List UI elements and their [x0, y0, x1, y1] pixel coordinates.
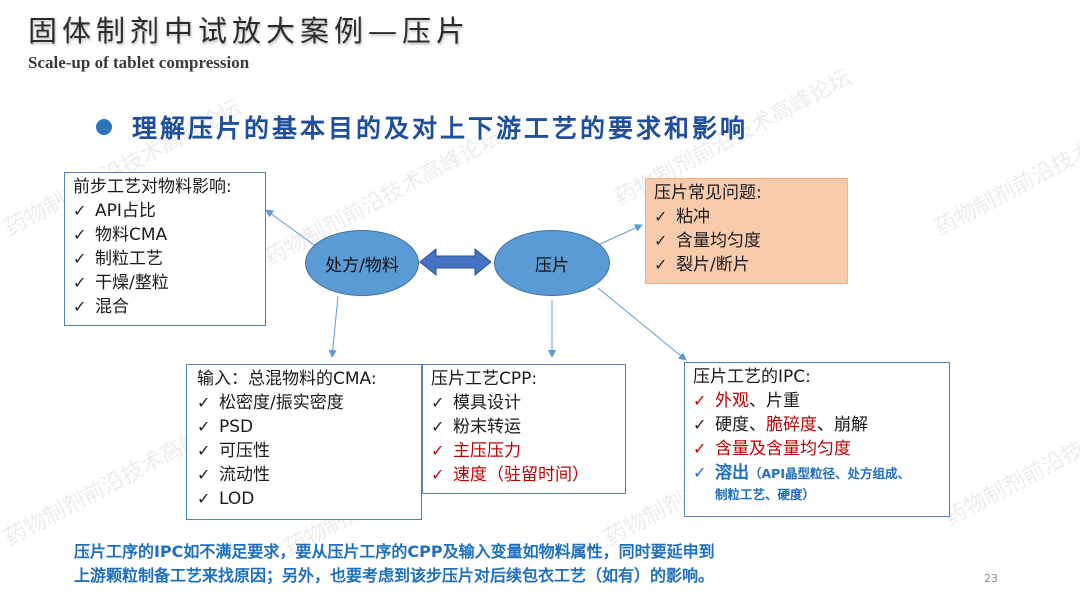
list-item: ✓PSD — [197, 417, 254, 437]
list-item: ✓模具设计 — [431, 393, 521, 413]
list-item: ✓ 含量及含量均匀度 — [693, 439, 851, 459]
double-arrow — [419, 247, 492, 277]
list-item: ✓松密度/振实密度 — [197, 393, 344, 413]
ipc-box-title: 压片工艺的IPC: — [693, 367, 811, 387]
footnote-line-1: 压片工序的IPC如不满足要求，要从压片工序的CPP及输入变量如物料属性，同时要延… — [74, 542, 715, 561]
slide-subtitle: Scale-up of tablet compression — [28, 53, 250, 72]
page-number: 23 — [984, 572, 998, 585]
check-icon: ✓ — [197, 465, 211, 484]
list-item: ✓API占比 — [73, 201, 156, 221]
input-cma-box: 输入：总混物料的CMA: ✓松密度/振实密度 ✓PSD ✓可压性 ✓流动性 ✓L… — [186, 364, 422, 520]
check-icon: ✓ — [693, 463, 707, 482]
check-icon: ✓ — [197, 489, 211, 508]
footnote: 压片工序的IPC如不满足要求，要从压片工序的CPP及输入变量如物料属性，同时要延… — [74, 540, 715, 588]
check-icon: ✓ — [197, 417, 211, 436]
check-icon: ✓ — [654, 255, 668, 274]
list-item: ✓干燥/整粒 — [73, 273, 169, 293]
check-icon: ✓ — [73, 249, 87, 268]
compression-node: 压片 — [494, 230, 610, 296]
bullet-dot-icon — [96, 119, 112, 135]
common-problems-box: 压片常见问题: ✓粘冲 ✓含量均匀度 ✓裂片/断片 — [645, 178, 848, 284]
slide-title: 固体制剂中试放大案例—压片 — [28, 14, 471, 48]
list-item: ✓ 溶出（API晶型粒径、处方组成、 — [693, 463, 910, 483]
arrow-to-ipc — [597, 287, 687, 361]
headline: 理解压片的基本目的及对上下游工艺的要求和影响 — [96, 109, 748, 145]
headline-text: 理解压片的基本目的及对上下游工艺的要求和影响 — [132, 114, 749, 143]
check-icon: ✓ — [693, 391, 707, 410]
check-icon: ✓ — [693, 439, 707, 458]
arrow-to-upstream — [265, 209, 319, 249]
compression-node-label: 压片 — [535, 255, 569, 276]
list-item: ✓主压压力 — [431, 441, 521, 461]
check-icon: ✓ — [197, 393, 211, 412]
check-icon: ✓ — [197, 441, 211, 460]
footnote-line-2: 上游颗粒制备工艺来找原因；另外，也要考虑到该步压片对后续包衣工艺（如有）的影响。 — [74, 566, 715, 585]
check-icon: ✓ — [654, 207, 668, 226]
list-item: ✓含量均匀度 — [654, 231, 761, 251]
check-icon: ✓ — [693, 415, 707, 434]
list-item: ✓ 硬度、脆碎度、崩解 — [693, 415, 868, 435]
check-icon: ✓ — [73, 273, 87, 292]
check-icon: ✓ — [431, 441, 445, 460]
list-item: ✓ 外观、片重 — [693, 391, 800, 411]
process-ipc-box: 压片工艺的IPC: ✓ 外观、片重 ✓ 硬度、脆碎度、崩解 ✓ 含量及含量均匀度… — [684, 362, 950, 517]
list-item: ✓可压性 — [197, 441, 270, 461]
list-item: ✓LOD — [197, 489, 255, 509]
problems-box-title: 压片常见问题: — [654, 183, 762, 203]
upstream-box-title: 前步工艺对物料影响: — [73, 177, 232, 197]
list-item: ✓物料CMA — [73, 225, 168, 245]
list-item: ✓裂片/断片 — [654, 255, 750, 275]
list-item: ✓粘冲 — [654, 207, 710, 227]
list-item: ✓制粒工艺 — [73, 249, 163, 269]
list-item-continued: 制粒工艺、硬度） — [715, 487, 816, 502]
list-item: ✓混合 — [73, 297, 129, 317]
list-item: ✓速度（驻留时间） — [431, 465, 589, 485]
check-icon: ✓ — [73, 297, 87, 316]
arrow-to-inputs — [328, 295, 339, 358]
formulation-node: 处方/物料 — [305, 230, 419, 296]
upstream-impact-box: 前步工艺对物料影响: ✓API占比 ✓物料CMA ✓制粒工艺 ✓干燥/整粒 ✓混… — [64, 172, 266, 326]
check-icon: ✓ — [73, 201, 87, 220]
check-icon: ✓ — [73, 225, 87, 244]
list-item: ✓流动性 — [197, 465, 270, 485]
inputs-box-title: 输入：总混物料的CMA: — [197, 369, 377, 389]
arrow-to-problems — [597, 224, 643, 246]
check-icon: ✓ — [654, 231, 668, 250]
check-icon: ✓ — [431, 393, 445, 412]
process-cpp-box: 压片工艺CPP: ✓模具设计 ✓粉末转运 ✓主压压力 ✓速度（驻留时间） — [422, 364, 626, 494]
check-icon: ✓ — [431, 465, 445, 484]
formulation-node-label: 处方/物料 — [325, 255, 399, 276]
cpp-box-title: 压片工艺CPP: — [431, 369, 538, 389]
list-item: ✓粉末转运 — [431, 417, 521, 437]
check-icon: ✓ — [431, 417, 445, 436]
